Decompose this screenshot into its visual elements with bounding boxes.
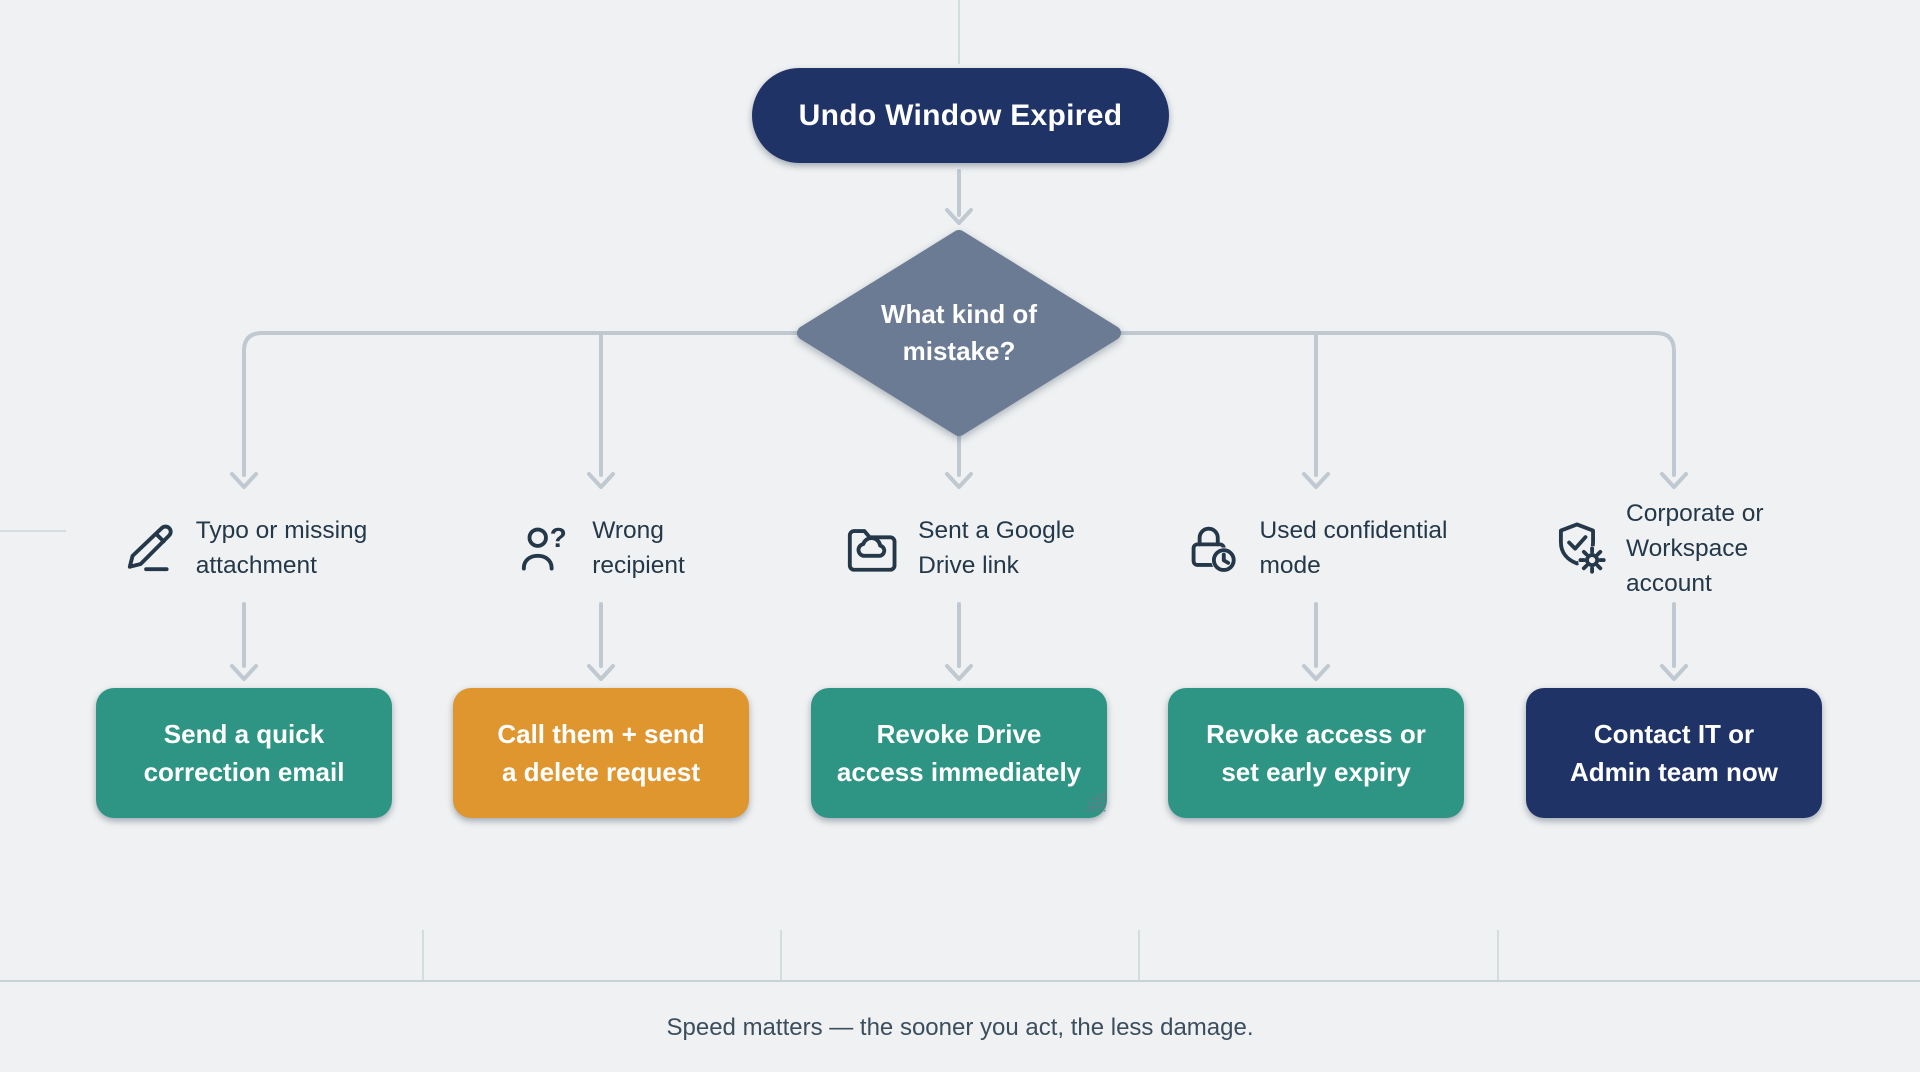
arrowhead [587, 664, 615, 681]
action-label: Revoke Drive access immediately [836, 719, 1082, 787]
arrowhead [1660, 472, 1688, 489]
branch-label-text: Wrong recipient [592, 517, 685, 579]
arrowhead [945, 472, 973, 489]
action-label: Send a quick correction email [143, 719, 345, 787]
branch-wrong-recipient: ? Wrong recipient [517, 506, 685, 590]
action-box-revoke-expiry[interactable]: Revoke access or set early expiry [1168, 688, 1464, 818]
action-label: Contact IT or Admin team now [1569, 719, 1778, 787]
folder-cloud-icon [843, 519, 901, 577]
branch-confidential-mode: Used confidential mode [1185, 506, 1448, 590]
arrowhead [230, 472, 258, 489]
branch-typo: Typo or missing attachment [121, 506, 368, 590]
grid-line [958, 0, 960, 64]
branch-corporate-account: Corporate or Workspace account [1551, 500, 1797, 597]
grid-line [0, 530, 66, 532]
action-box-revoke-drive[interactable]: Revoke Drive access immediately [811, 688, 1107, 818]
arrowhead [1302, 664, 1330, 681]
svg-text:?: ? [550, 522, 567, 553]
lock-clock-icon [1185, 519, 1243, 577]
grid-line [0, 980, 1920, 982]
action-box-contact-it[interactable]: Contact IT or Admin team now [1526, 688, 1822, 818]
diamond-shape [797, 230, 1121, 436]
action-box-delete-request[interactable]: Call them + send a delete request [453, 688, 749, 818]
decision-label: What kind of mistake? [881, 299, 1037, 366]
action-label: Call them + send a delete request [497, 719, 705, 787]
arrowhead [945, 208, 973, 225]
branch-line-left [242, 331, 808, 477]
grid-line [1497, 930, 1499, 980]
branch-label-text: Sent a Google Drive link [918, 517, 1075, 579]
shield-gear-icon [1551, 519, 1609, 577]
arrowhead [945, 664, 973, 681]
action-label: Revoke access or set early expiry [1206, 719, 1426, 787]
pencil-line-icon [121, 519, 179, 577]
branch-label-text: Typo or missing attachment [195, 517, 368, 579]
decision-node[interactable]: What kind of mistake? [787, 227, 1131, 439]
branch-label-text: Used confidential mode [1259, 517, 1448, 579]
grid-line [422, 930, 424, 980]
arrowhead [1660, 664, 1688, 681]
start-node[interactable]: Undo Window Expired [752, 68, 1169, 163]
user-question-icon: ? [517, 519, 575, 577]
arrowhead [1302, 472, 1330, 489]
branch-line-right [1112, 331, 1676, 477]
footer-caption: Speed matters — the sooner you act, the … [666, 1014, 1254, 1041]
arrowhead [587, 472, 615, 489]
grid-line [780, 930, 782, 980]
grid-line [1138, 930, 1140, 980]
start-node-label: Undo Window Expired [798, 98, 1123, 132]
branch-label-text: Corporate or Workspace account [1626, 499, 1764, 597]
arrowhead [230, 664, 258, 681]
action-box-correction-email[interactable]: Send a quick correction email [96, 688, 392, 818]
branch-drive-link: Sent a Google Drive link [843, 506, 1075, 590]
